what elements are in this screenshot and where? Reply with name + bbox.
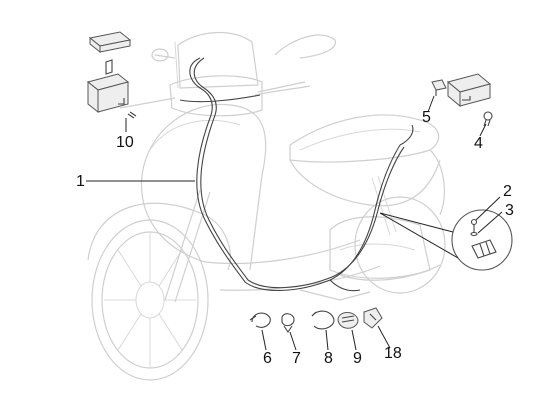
detail-inset — [379, 196, 513, 271]
clips-row — [249, 307, 391, 351]
callout-2-label: 2 — [503, 183, 512, 200]
callout-6-label: 6 — [263, 350, 272, 367]
callout-10-label: 10 — [116, 134, 134, 151]
callout-4-label: 4 — [474, 135, 483, 152]
callout-9-label: 9 — [353, 350, 362, 367]
scooter-outline — [87, 32, 446, 381]
callout-18-label: 18 — [384, 345, 402, 362]
control-unit-part — [427, 73, 493, 137]
callout-1-label: 1 — [76, 173, 85, 190]
callout-8-label: 8 — [324, 350, 333, 367]
wiring-harness — [179, 57, 414, 292]
callout-5-label: 5 — [422, 109, 431, 126]
relay-box-part — [86, 31, 137, 132]
callout-7-label: 7 — [292, 350, 301, 367]
callout-3-label: 3 — [505, 202, 514, 219]
